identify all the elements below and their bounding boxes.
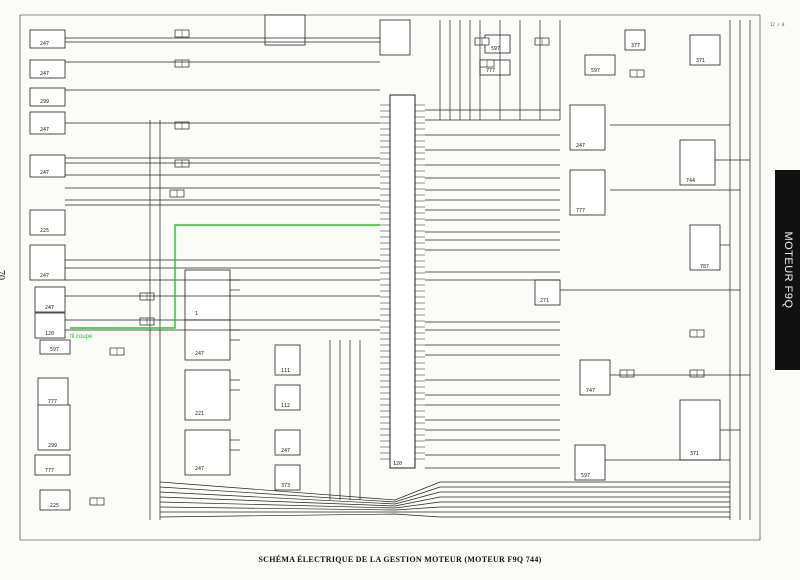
- bottom-harness: [159, 486, 441, 503]
- component-label: 247: [576, 143, 585, 149]
- relay-component: [274, 384, 301, 411]
- relay-component: [274, 429, 301, 456]
- component-label: 597: [591, 68, 600, 74]
- component-label: 744: [686, 178, 695, 184]
- sensor-module: [184, 319, 231, 361]
- component-label: 299: [40, 99, 49, 105]
- component-label: 371: [690, 451, 699, 457]
- component-label: 787: [700, 264, 709, 270]
- bottom-harness: [159, 506, 441, 511]
- sensor-module: [184, 269, 231, 321]
- bottom-harness: [159, 496, 441, 507]
- right-component: [569, 169, 606, 216]
- green-annotation: fil coupé: [70, 334, 93, 340]
- left-component: [29, 154, 66, 178]
- left-component: [39, 489, 71, 511]
- component-label: 1: [195, 311, 198, 317]
- side-tab: MOTEUR F9Q: [775, 170, 800, 370]
- component-label: 371: [696, 58, 705, 64]
- component-label: 247: [40, 71, 49, 77]
- component-label: 597: [491, 46, 500, 52]
- component-label: 597: [50, 347, 59, 353]
- component-label: 377: [631, 43, 640, 49]
- component-label: 221: [195, 411, 204, 417]
- component-label: 247: [281, 448, 290, 454]
- relay-component: [274, 344, 301, 376]
- left-component: [34, 286, 66, 313]
- highlighted-wire: [70, 224, 380, 329]
- page-number: 70: [0, 270, 6, 280]
- component-label: 299: [48, 443, 57, 449]
- component-label: 247: [45, 305, 54, 311]
- top-relay: [264, 14, 306, 46]
- top-connector: [379, 19, 411, 56]
- large-module-right: [679, 399, 721, 461]
- left-component: [39, 339, 71, 355]
- component-label: 247: [40, 170, 49, 176]
- component-label: 597: [581, 473, 590, 479]
- left-component: [34, 312, 66, 339]
- component-label: 247: [195, 466, 204, 472]
- component-label: 747: [586, 388, 595, 394]
- sensor-right: [689, 224, 721, 271]
- diagram-caption: SCHÉMA ÉLECTRIQUE DE LA GESTION MOTEUR (…: [258, 555, 542, 564]
- component-label: 777: [48, 399, 57, 405]
- left-component: [37, 377, 69, 407]
- component-label: 120: [393, 461, 402, 467]
- component-label: 247: [40, 127, 49, 133]
- left-component: [29, 244, 66, 281]
- side-tab-label: MOTEUR F9Q: [782, 231, 794, 309]
- component-label: 777: [45, 468, 54, 474]
- component-label: 373: [281, 483, 290, 489]
- right-component: [569, 104, 606, 151]
- sensor-module: [184, 369, 231, 421]
- bottom-harness: [159, 481, 441, 501]
- right-component: [689, 34, 721, 66]
- relay-right: [579, 359, 611, 396]
- right-component: [624, 29, 646, 51]
- left-component: [29, 209, 66, 236]
- left-component: [29, 59, 66, 79]
- component-label: 112: [281, 403, 290, 409]
- component-label: 271: [540, 298, 549, 304]
- left-component: [34, 454, 71, 476]
- relay-component: [274, 464, 301, 491]
- component-label: 247: [40, 273, 49, 279]
- page-frame: [19, 14, 761, 541]
- left-component: [29, 29, 66, 49]
- component-label: 247: [195, 351, 204, 357]
- left-component: [29, 87, 66, 107]
- component-label: 120: [45, 331, 54, 337]
- right-component: [679, 139, 716, 186]
- bottom-harness: [159, 513, 441, 518]
- ecu-box: [389, 94, 416, 469]
- right-component: [584, 54, 616, 76]
- corner-note: 12 / 0: [770, 22, 785, 27]
- bottom-harness: [159, 501, 441, 509]
- component-label: 225: [50, 503, 59, 509]
- component-label: 777: [486, 68, 495, 74]
- left-component: [37, 404, 71, 451]
- component-label: 225: [40, 228, 49, 234]
- component-label: 247: [40, 41, 49, 47]
- component-label: 111: [281, 368, 290, 374]
- module-right: [574, 444, 606, 481]
- bottom-harness: [159, 491, 441, 505]
- sensor-module: [184, 429, 231, 476]
- component-label: 777: [576, 208, 585, 214]
- actuator-right: [534, 279, 561, 306]
